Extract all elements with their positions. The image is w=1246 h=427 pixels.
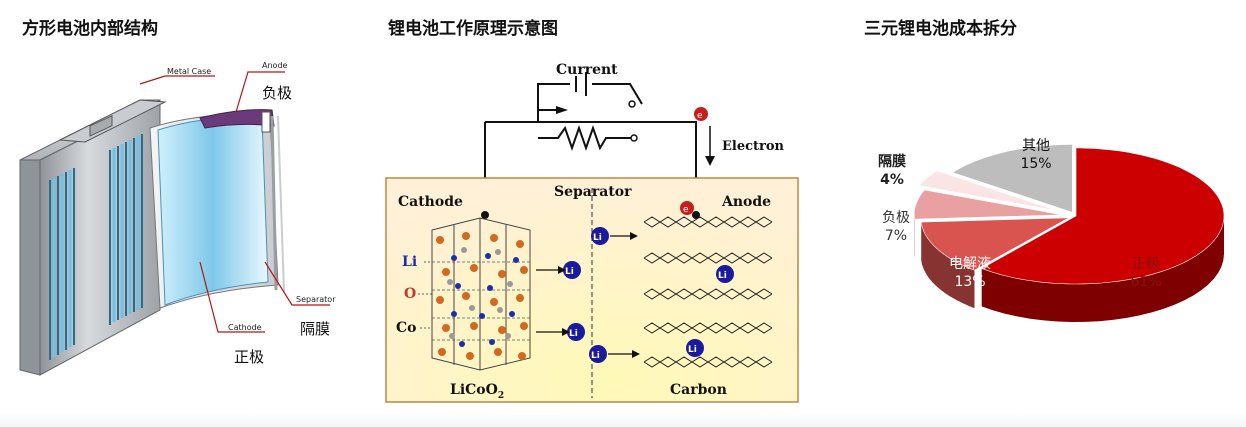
label-cathode: Cathode	[228, 323, 262, 332]
label-anode-cn: 负极	[262, 84, 292, 102]
pie-value-gemo: 4%	[880, 172, 904, 188]
pie-value-zhengji: 61%	[1130, 274, 1161, 290]
label-current: Current	[556, 62, 618, 78]
pie-slice-qita	[951, 144, 1073, 213]
label-anode: Anode	[262, 61, 288, 70]
title-battery-structure: 方形电池内部结构	[22, 19, 158, 39]
label-metal-case: Metal Case	[167, 67, 211, 76]
pie-label-zhengji: 正极	[1132, 256, 1160, 272]
pie-slice-gemo	[918, 170, 1057, 211]
bottom-strip	[0, 413, 1246, 427]
title-cost-breakdown: 三元锂电池成本拆分	[864, 19, 1017, 39]
pie-label-fuji: 负极	[882, 210, 910, 226]
li-ion-label-2: Li	[565, 267, 574, 277]
label-anode-header: Anode	[721, 194, 771, 210]
li-ion-label-5: Li	[718, 271, 727, 281]
battery-structure-diagram: Metal Case Anode 负极 Separator 隔膜 Cathode…	[0, 0, 370, 400]
electron-symbol-top: e	[697, 111, 703, 121]
label-separator-cn: 隔膜	[300, 320, 330, 338]
pie-label-gemo: 隔膜	[878, 153, 906, 170]
pie-value-qita: 15%	[1020, 156, 1051, 172]
li-ion-label-3: Li	[569, 329, 578, 339]
label-electron: Electron	[722, 139, 785, 154]
li-ion-label-6: Li	[688, 345, 697, 355]
cost-breakdown-chart: 正极 61% 电解液 13% 负极 7% 隔膜 4% 其他 15%	[830, 0, 1246, 420]
working-principle-diagram: e Current Electron Cathode Separator Ano…	[370, 0, 810, 410]
label-separator: Separator	[296, 295, 336, 304]
label-carbon: Carbon	[670, 382, 727, 398]
pie-label-dianjieye: 电解液	[949, 256, 991, 272]
electron-symbol-anode: e	[683, 205, 689, 215]
label-o: O	[404, 286, 416, 302]
pie-slice-fuji	[913, 189, 1063, 220]
pie-side-zhengji	[981, 216, 1224, 322]
li-ion-label-4: Li	[591, 351, 600, 361]
pie-slice-dianjieye	[920, 217, 1070, 271]
label-separator-header: Separator	[554, 184, 632, 200]
li-ion-group: Li Li Li Li Li Li	[563, 227, 734, 363]
pie-side-dianjieye	[921, 222, 975, 309]
label-li: Li	[402, 254, 417, 270]
pie-value-fuji: 7%	[885, 228, 907, 244]
label-cathode-header: Cathode	[398, 194, 463, 210]
pie-value-dianjieye: 13%	[954, 274, 985, 290]
label-licoo2: LiCoO2	[450, 382, 504, 401]
li-ion-label-1: Li	[593, 233, 602, 243]
label-cathode-cn: 正极	[234, 348, 264, 366]
pie-label-qita: 其他	[1022, 138, 1050, 154]
pie-slice-zhengji	[980, 147, 1225, 285]
label-co: Co	[396, 320, 416, 336]
title-working-principle: 锂电池工作原理示意图	[388, 19, 558, 39]
